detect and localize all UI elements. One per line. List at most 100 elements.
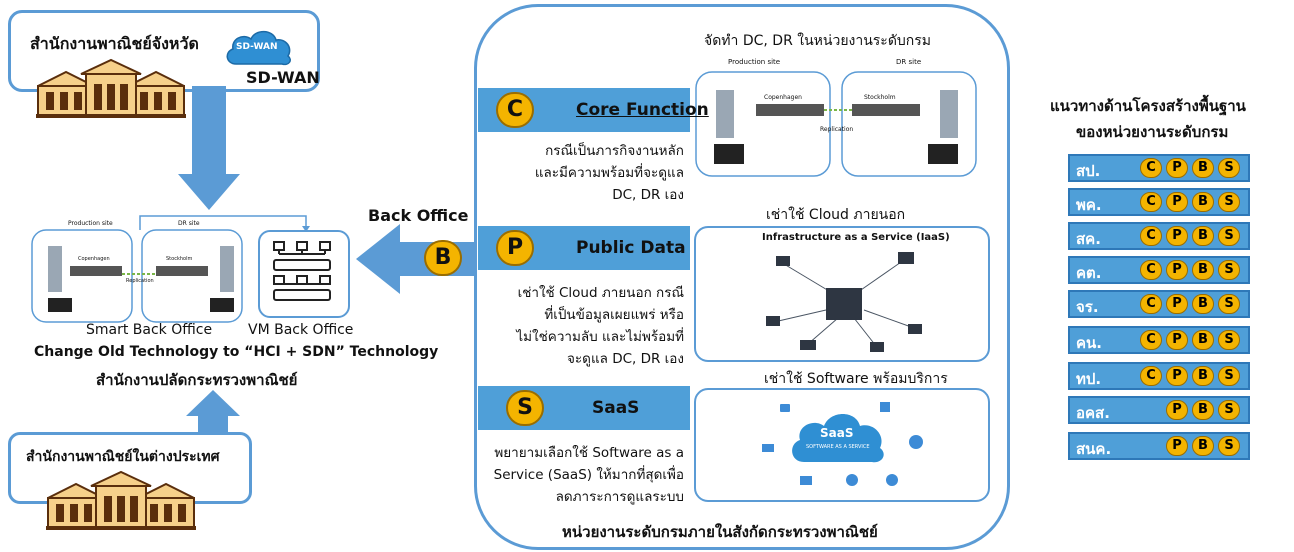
cloud-title: เช่าใช้ Cloud ภายนอก xyxy=(766,207,906,223)
right-title-line2: ของหน่วยงานระดับกรม xyxy=(1076,123,1229,141)
dc-stockholm-label: Stockholm xyxy=(864,94,896,101)
mini-replication-label: Replication xyxy=(126,278,154,284)
arrow-down-icon xyxy=(178,86,240,210)
saas-desc-3: ลดภาระการดูแลระบบ xyxy=(555,489,684,505)
smart-back-office-diagram: Production site DR site Copenhagen Stock… xyxy=(30,218,250,324)
sdwan-cloud-icon xyxy=(226,30,291,66)
public-data-desc-2: ที่เป็นข้อมูลเผยแพร่ หรือ xyxy=(544,307,684,323)
public-data-desc-3: ไม่ใช่ความลับ และไม่พร้อมที่ xyxy=(516,329,684,345)
dc-replication-diagram xyxy=(31,229,243,323)
change-technology-label: Change Old Technology to “HCI + SDN” Tec… xyxy=(34,344,439,360)
right-title-line1: แนวทางด้านโครงสร้างพื้นฐาน xyxy=(1050,97,1246,115)
chip-b: B xyxy=(1192,158,1214,178)
saas-cloud-icon xyxy=(792,414,884,463)
chip-b: B xyxy=(1192,192,1214,212)
back-office-label: Back Office xyxy=(368,206,469,225)
saas-desc-2: Service (SaaS) ให้มากที่สุดเพื่อ xyxy=(493,467,684,483)
dc-dr-title: จัดทำ DC, DR ในหน่วยงานระดับกรม xyxy=(704,33,932,49)
org-name: คต. xyxy=(1076,264,1102,282)
department-footer: หน่วยงานระดับกรมภายในสังกัดกระทรวงพาณิชย… xyxy=(562,523,878,541)
saas-cloud-subtext: SOFTWARE AS A SERVICE xyxy=(806,444,870,450)
chip-b: B xyxy=(1192,366,1214,386)
chip-b: B xyxy=(1192,400,1214,420)
overseas-office-title: สำนักงานพาณิชย์ในต่างประเทศ xyxy=(26,449,220,465)
core-function-desc-1: กรณีเป็นภารกิจงานหลัก xyxy=(545,143,684,159)
sdwan-label: SD-WAN xyxy=(246,68,320,87)
org-name: ทป. xyxy=(1076,370,1102,388)
chip-s: S xyxy=(1218,366,1240,386)
chip-b: B xyxy=(1192,330,1214,350)
chip-s: S xyxy=(1218,226,1240,246)
saas-label: SaaS xyxy=(592,398,640,418)
building-icon xyxy=(46,470,196,530)
saas-app-icons xyxy=(762,402,923,486)
chip-p: P xyxy=(1166,192,1188,212)
org-name: จร. xyxy=(1076,298,1099,316)
dc-replication-diagram xyxy=(695,71,977,177)
s-chip: S xyxy=(506,390,544,426)
p-chip: P xyxy=(496,230,534,266)
chip-p: P xyxy=(1166,158,1188,178)
chip-p: P xyxy=(1166,260,1188,280)
org-row: อคส. P B S xyxy=(1068,396,1250,424)
ministry-office-label: สำนักงานปลัดกระทรวงพาณิชย์ xyxy=(96,371,298,389)
chip-s: S xyxy=(1218,436,1240,456)
org-name: อคส. xyxy=(1076,404,1110,422)
mini-production-label: Production site xyxy=(68,220,113,227)
smart-back-office-label: Smart Back Office xyxy=(86,322,213,338)
public-data-desc-4: จะดูแล DC, DR เอง xyxy=(567,351,684,367)
chip-b: B xyxy=(1192,436,1214,456)
org-row: สป. C P B S xyxy=(1068,154,1250,182)
dc-production-label: Production site xyxy=(728,58,781,66)
chip-p: P xyxy=(1166,436,1188,456)
chip-c: C xyxy=(1140,226,1162,246)
chip-s: S xyxy=(1218,400,1240,420)
chip-p: P xyxy=(1166,330,1188,350)
public-data-desc-1: เช่าใช้ Cloud ภายนอก กรณี xyxy=(517,285,684,301)
iaas-title: Infrastructure as a Service (IaaS) xyxy=(762,232,950,243)
saas-desc-1: พยายามเลือกใช้ Software as a xyxy=(494,445,684,461)
org-row: จร. C P B S xyxy=(1068,290,1250,318)
chip-c: C xyxy=(1140,330,1162,350)
sdwan-cloud-text: SD-WAN xyxy=(236,42,278,52)
server-rack-icon xyxy=(273,241,331,301)
chip-p: P xyxy=(1166,366,1188,386)
chip-s: S xyxy=(1218,294,1240,314)
c-chip: C xyxy=(496,92,534,128)
provincial-office-title: สำนักงานพาณิชย์จังหวัด xyxy=(30,34,199,53)
dc-replication-label: Replication xyxy=(820,126,854,133)
connector-line xyxy=(139,215,310,232)
b-chip: B xyxy=(424,240,462,276)
chip-b: B xyxy=(1192,294,1214,314)
vm-back-office-label: VM Back Office xyxy=(248,322,354,338)
chip-b: B xyxy=(1192,260,1214,280)
mini-copenhagen-label: Copenhagen xyxy=(78,256,110,262)
chip-s: S xyxy=(1218,158,1240,178)
chip-p: P xyxy=(1166,294,1188,314)
org-name: สนค. xyxy=(1076,440,1112,458)
org-name: คน. xyxy=(1076,334,1102,352)
mini-stockholm-label: Stockholm xyxy=(166,256,193,262)
chip-c: C xyxy=(1140,366,1162,386)
chip-c: C xyxy=(1140,158,1162,178)
org-name: สค. xyxy=(1076,230,1101,248)
public-data-label: Public Data xyxy=(576,238,686,258)
org-name: สป. xyxy=(1076,162,1101,180)
chip-p: P xyxy=(1166,226,1188,246)
dc-dr-label: DR site xyxy=(896,58,922,66)
chip-b: B xyxy=(1192,226,1214,246)
core-function-desc-3: DC, DR เอง xyxy=(612,187,684,203)
chip-s: S xyxy=(1218,192,1240,212)
chip-c: C xyxy=(1140,260,1162,280)
saas-panel xyxy=(694,388,990,502)
org-row: คน. C P B S xyxy=(1068,326,1250,354)
core-function-desc-2: และมีความพร้อมที่จะดูแล xyxy=(534,165,684,181)
org-row: ทป. C P B S xyxy=(1068,362,1250,390)
mini-dr-label: DR site xyxy=(178,220,200,227)
chip-c: C xyxy=(1140,192,1162,212)
iaas-network-icon xyxy=(766,252,922,352)
software-title: เช่าใช้ Software พร้อมบริการ xyxy=(764,371,948,387)
building-icon xyxy=(36,58,186,118)
org-row: สนค. P B S xyxy=(1068,432,1250,460)
saas-cloud-text: SaaS xyxy=(820,426,854,440)
